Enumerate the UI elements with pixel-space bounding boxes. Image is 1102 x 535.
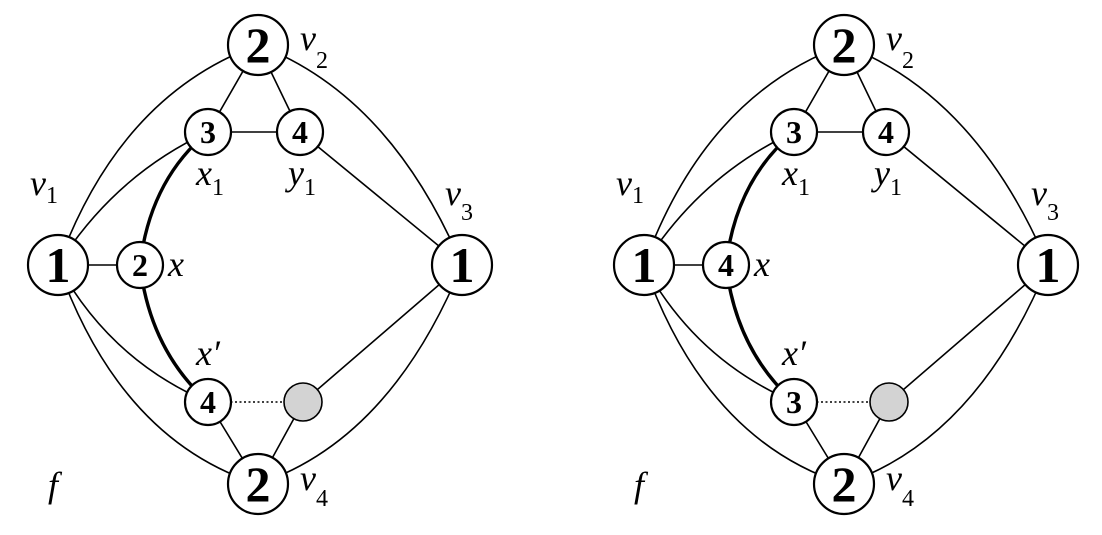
vertex-y1: [861, 107, 911, 157]
color-v3: 1: [1036, 237, 1061, 293]
edge-v3-v4-outer: [843, 264, 1049, 485]
vertex-x1: [769, 107, 819, 157]
vertex-v4: [226, 452, 290, 516]
color-v2: 2: [832, 17, 857, 73]
color-x1: 3: [786, 114, 802, 150]
vertex-v4: [812, 452, 876, 516]
vertex-uncolored: [869, 382, 909, 422]
color-x1: 3: [200, 114, 216, 150]
vertex-x: [115, 240, 165, 290]
label-y1: y1: [871, 153, 902, 201]
label-v2: v2: [300, 18, 328, 74]
label-xprime: x′: [195, 333, 221, 373]
vertex-v3: [430, 233, 494, 297]
label-v1: v1: [30, 163, 58, 209]
label-xprime: x′: [781, 333, 807, 373]
label-v3: v3: [1031, 173, 1059, 226]
label-face: f: [634, 465, 649, 505]
color-v3: 1: [450, 237, 475, 293]
label-x: x: [167, 244, 184, 284]
label-v3: v3: [445, 173, 473, 226]
label-x: x: [753, 244, 770, 284]
vertex-v2: [812, 13, 876, 77]
color-v2: 2: [246, 17, 271, 73]
edge-v3-gray: [302, 264, 463, 403]
edge-v4-v1-outer: [57, 264, 259, 485]
color-v4: 2: [832, 456, 857, 512]
edge-v4-v1-outer: [643, 264, 845, 485]
edge-y1-v3: [885, 131, 1049, 266]
color-v1: 1: [632, 237, 657, 293]
label-y1: y1: [285, 153, 316, 201]
edge-v3-v4-outer: [257, 264, 463, 485]
right-panel: 1 2 1 2 3 4 4 3 v1 v2 v3 v4 x1 y1 x x′ f: [612, 13, 1080, 516]
vertex-v2: [226, 13, 290, 77]
edge-v1-v2-outer: [643, 44, 845, 266]
vertex-xprime: [769, 377, 819, 427]
label-face: f: [48, 465, 63, 505]
vertex-v1: [612, 233, 676, 297]
color-x: 2: [132, 247, 148, 283]
color-xprime: 3: [786, 384, 802, 420]
vertex-x: [701, 240, 751, 290]
color-xprime: 4: [200, 384, 216, 420]
label-x1: x1: [781, 153, 810, 201]
label-v4: v4: [886, 458, 914, 512]
color-v4: 2: [246, 456, 271, 512]
label-x1: x1: [195, 153, 224, 201]
edge-v2-v3-outer: [843, 44, 1049, 266]
edge-y1-v3: [299, 131, 463, 266]
vertex-v3: [1016, 233, 1080, 297]
edge-v1-v2-outer: [57, 44, 259, 266]
label-v1: v1: [616, 163, 644, 209]
label-v4: v4: [300, 458, 328, 512]
vertex-uncolored: [283, 382, 323, 422]
vertex-xprime: [183, 377, 233, 427]
vertex-y1: [275, 107, 325, 157]
label-v2: v2: [886, 18, 914, 74]
vertex-v1: [26, 233, 90, 297]
color-v1: 1: [46, 237, 71, 293]
edge-v2-v3-outer: [257, 44, 463, 266]
left-panel: 1 2 1 2 3 4 2 4 v1 v2 v3 v4 x1 y1 x x′ f: [26, 13, 494, 516]
edge-v3-gray: [888, 264, 1049, 403]
vertex-x1: [183, 107, 233, 157]
color-y1: 4: [292, 114, 308, 150]
color-y1: 4: [878, 114, 894, 150]
color-x: 4: [718, 247, 734, 283]
